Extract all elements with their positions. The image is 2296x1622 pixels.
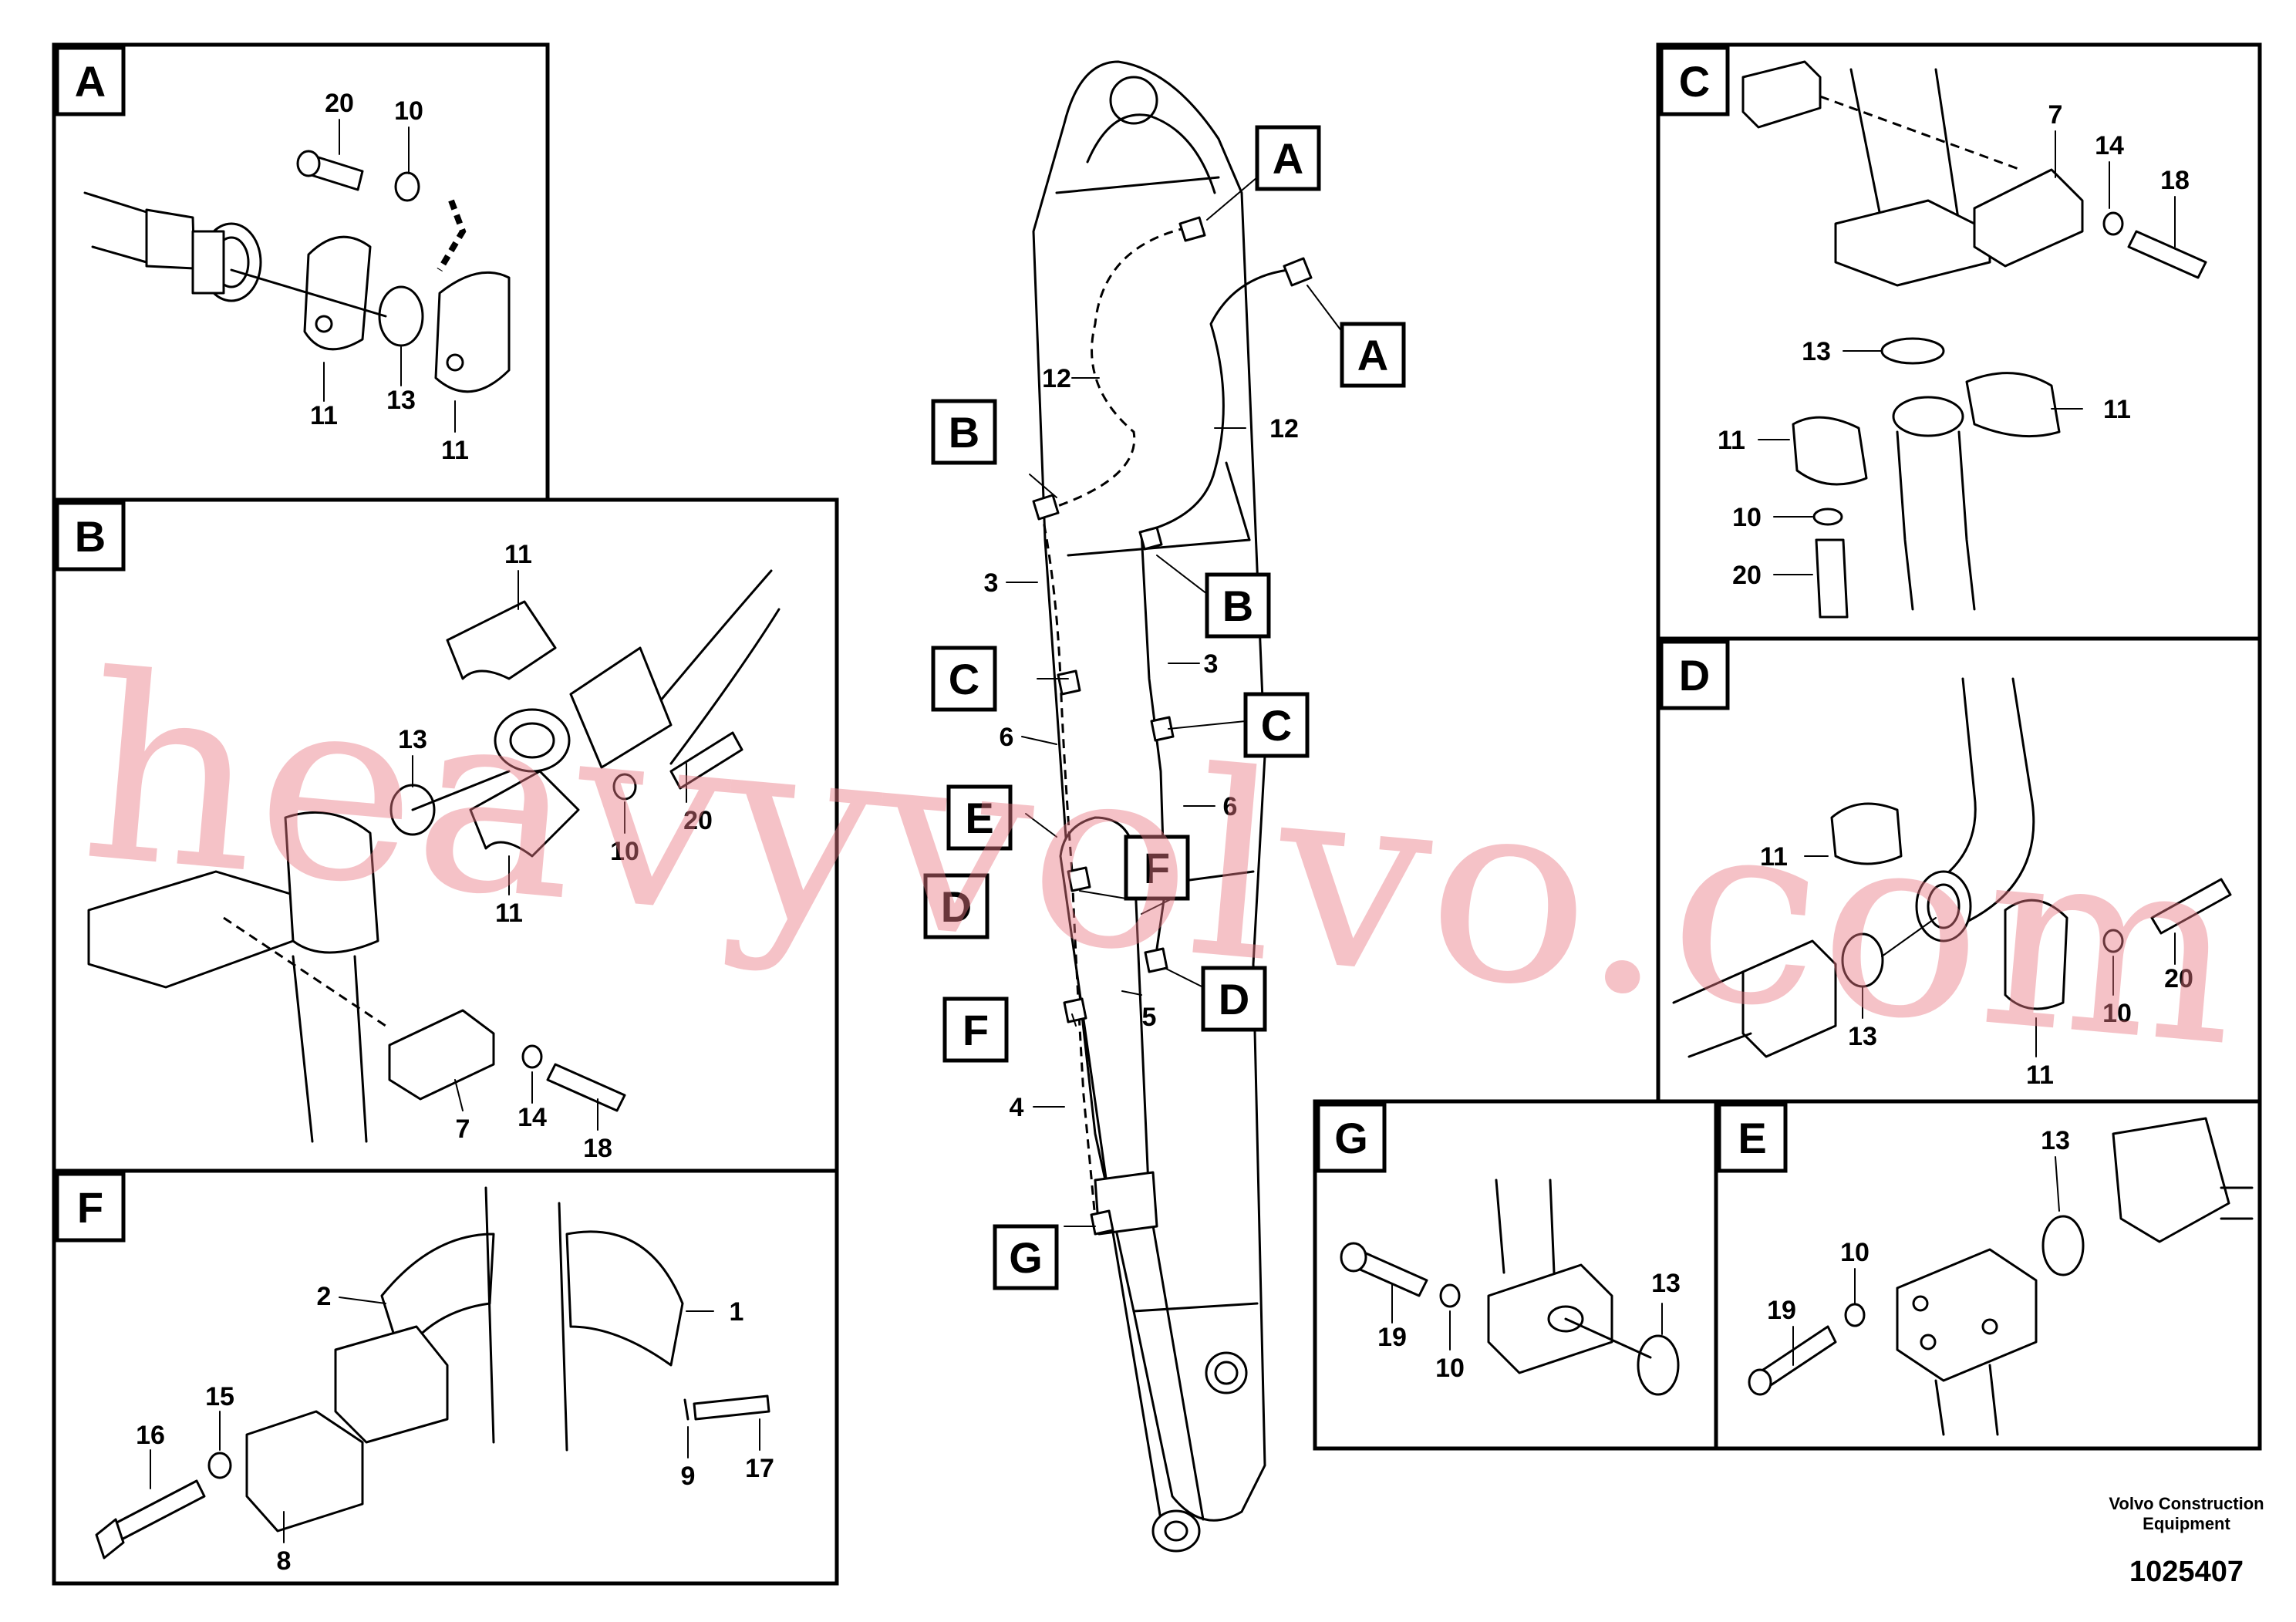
panel-e: E 13 10 19 — [1714, 1099, 2262, 1451]
part-number: 11 — [1718, 426, 1745, 455]
callout-label: F — [1144, 844, 1170, 892]
panel-f: F 2 1 15 16 8 9 17 — [52, 1168, 839, 1586]
part-number: 6 — [1223, 792, 1238, 821]
part-number: 18 — [583, 1134, 612, 1163]
callout-label: A — [1357, 331, 1388, 379]
part-number: 1 — [730, 1297, 744, 1327]
panel-c: C 7 14 18 13 11 11 10 20 — [1656, 42, 2262, 641]
part-number: 20 — [683, 806, 713, 835]
part-number: 12 — [1269, 414, 1299, 443]
part-number: 19 — [1767, 1296, 1796, 1325]
part-number: 17 — [745, 1454, 774, 1483]
part-number: 10 — [1840, 1238, 1870, 1267]
panel-d-label: D — [1679, 651, 1710, 700]
panel-b-label: B — [75, 512, 106, 561]
company-name: Volvo Construction — [2109, 1494, 2264, 1513]
main-boom-view: A A B B C C D D E F F G 12 12 3 3 6 6 5 … — [923, 60, 1406, 1553]
panel-c-label: C — [1679, 57, 1710, 106]
callout-label: A — [1273, 134, 1303, 183]
callout-label: D — [1219, 975, 1249, 1023]
callout-label: D — [941, 882, 972, 931]
part-number: 13 — [2041, 1126, 2070, 1155]
part-number: 3 — [984, 568, 999, 598]
part-number: 2 — [317, 1282, 332, 1311]
part-number: 20 — [1732, 561, 1762, 590]
part-number: 11 — [504, 540, 532, 569]
part-number: 11 — [310, 401, 338, 430]
part-number: 11 — [495, 899, 523, 928]
part-number: 11 — [441, 436, 469, 465]
callout-label: G — [1009, 1233, 1043, 1282]
panel-g-label: G — [1334, 1114, 1368, 1162]
part-number: 11 — [2103, 395, 2131, 424]
part-number: 13 — [386, 386, 416, 415]
part-number: 10 — [1732, 503, 1762, 532]
part-number: 19 — [1377, 1323, 1407, 1352]
part-number: 11 — [1760, 842, 1788, 872]
part-number: 13 — [1802, 337, 1831, 366]
part-number: 5 — [1142, 1003, 1157, 1032]
company-name-line2: Equipment — [2143, 1514, 2230, 1533]
part-number: 20 — [325, 89, 354, 118]
panel-g: G 19 10 13 — [1313, 1099, 1718, 1451]
part-number: 13 — [1848, 1022, 1877, 1051]
panel-d: D 11 20 13 10 11 — [1656, 636, 2262, 1104]
watermark: heavyvolvo.com — [73, 619, 2250, 1103]
part-number: 14 — [2095, 131, 2124, 160]
part-number: 10 — [1435, 1354, 1465, 1383]
part-number: 13 — [1651, 1269, 1681, 1298]
panel-a-label: A — [75, 57, 106, 106]
part-number: 20 — [2164, 964, 2193, 993]
part-number: 3 — [1204, 649, 1219, 679]
callout-label: C — [1261, 701, 1292, 750]
part-number: 11 — [2026, 1061, 2054, 1090]
callout-label: F — [963, 1006, 989, 1054]
part-number: 7 — [2048, 100, 2063, 130]
part-number: 7 — [456, 1114, 470, 1144]
part-number: 6 — [1000, 723, 1014, 752]
panel-a: A 20 10 11 13 11 — [52, 42, 550, 502]
panel-e-label: E — [1738, 1114, 1766, 1162]
part-number: 10 — [394, 96, 423, 126]
part-number: 10 — [610, 837, 639, 866]
part-number: 8 — [277, 1546, 292, 1576]
callout-label: B — [949, 408, 979, 457]
callout-label: E — [965, 794, 993, 842]
part-number: 9 — [681, 1462, 696, 1491]
part-number: 4 — [1010, 1093, 1024, 1122]
part-number: 13 — [398, 725, 427, 754]
part-number: 15 — [205, 1382, 234, 1411]
part-number: 12 — [1042, 364, 1071, 393]
part-number: 14 — [518, 1103, 547, 1132]
part-number: 18 — [2160, 166, 2190, 195]
callout-label: B — [1222, 582, 1253, 630]
panel-f-label: F — [77, 1183, 103, 1232]
drawing-number: 1025407 — [2129, 1556, 2244, 1588]
part-number: 10 — [2102, 999, 2132, 1028]
part-number: 16 — [136, 1421, 165, 1450]
callout-label: C — [949, 655, 979, 703]
